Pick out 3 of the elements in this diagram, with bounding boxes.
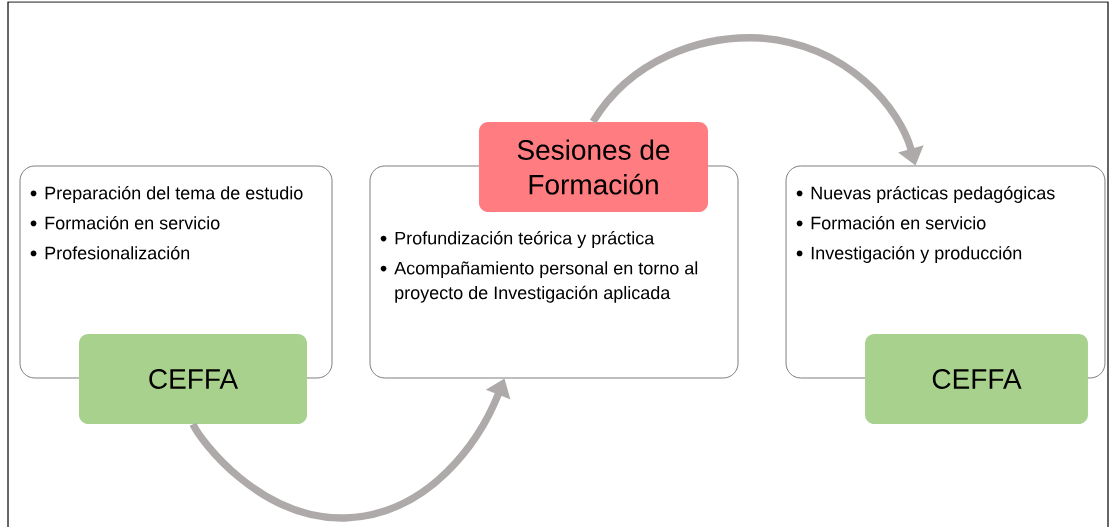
- label-box: Sesiones de Formación: [478, 122, 709, 212]
- label-box: CEFFA: [79, 334, 307, 424]
- label-box: CEFFA: [865, 334, 1088, 424]
